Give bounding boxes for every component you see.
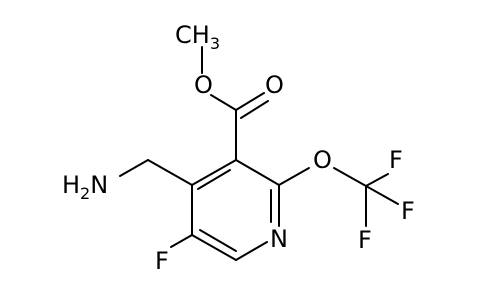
- bond-ring-fluorine: [170, 234, 193, 248]
- atom-methyl: CH3: [175, 21, 220, 53]
- bond-carbonyl-double-1: [235, 92, 265, 111]
- bond-ring-c3-c4: [191, 159, 237, 186]
- atom-amine: H2N: [62, 171, 108, 203]
- atom-ether-oxygen: O: [313, 146, 332, 174]
- atom-ester-oxygen: O: [194, 71, 213, 99]
- bond-ring-c3-c4-inner: [197, 169, 231, 190]
- bond-ring-methylene: [147, 159, 193, 186]
- atom-carbonyl-oxygen: O: [265, 71, 284, 99]
- bond-cf3-f-top: [365, 173, 389, 187]
- bond-cf3-f-right: [365, 185, 399, 205]
- atom-ring-fluorine: F: [155, 247, 169, 275]
- atom-fluorine-bottom: F: [358, 226, 372, 254]
- bond-carbonyl-double-2: [240, 100, 269, 119]
- bond-ring-c6-n: [235, 241, 268, 261]
- atom-ring-nitrogen: N: [270, 225, 288, 253]
- atom-fluorine-top: F: [389, 146, 403, 174]
- bond-ether-oxygen-cf3: [333, 167, 367, 187]
- bond-ring-ether-oxygen: [278, 167, 310, 186]
- bonds: [119, 46, 399, 261]
- bond-ring-c5-c6: [191, 234, 237, 261]
- bond-methylene-amine: [119, 159, 149, 177]
- bond-ring-c3-c2: [235, 159, 280, 186]
- atom-fluorine-right: F: [401, 197, 415, 225]
- bond-ester-oxygen-carbonyl: [210, 94, 237, 111]
- bond-ring-c5-c6-inner: [199, 229, 237, 252]
- atom-labels: CH3 O O O F F F N F H2N: [62, 21, 415, 275]
